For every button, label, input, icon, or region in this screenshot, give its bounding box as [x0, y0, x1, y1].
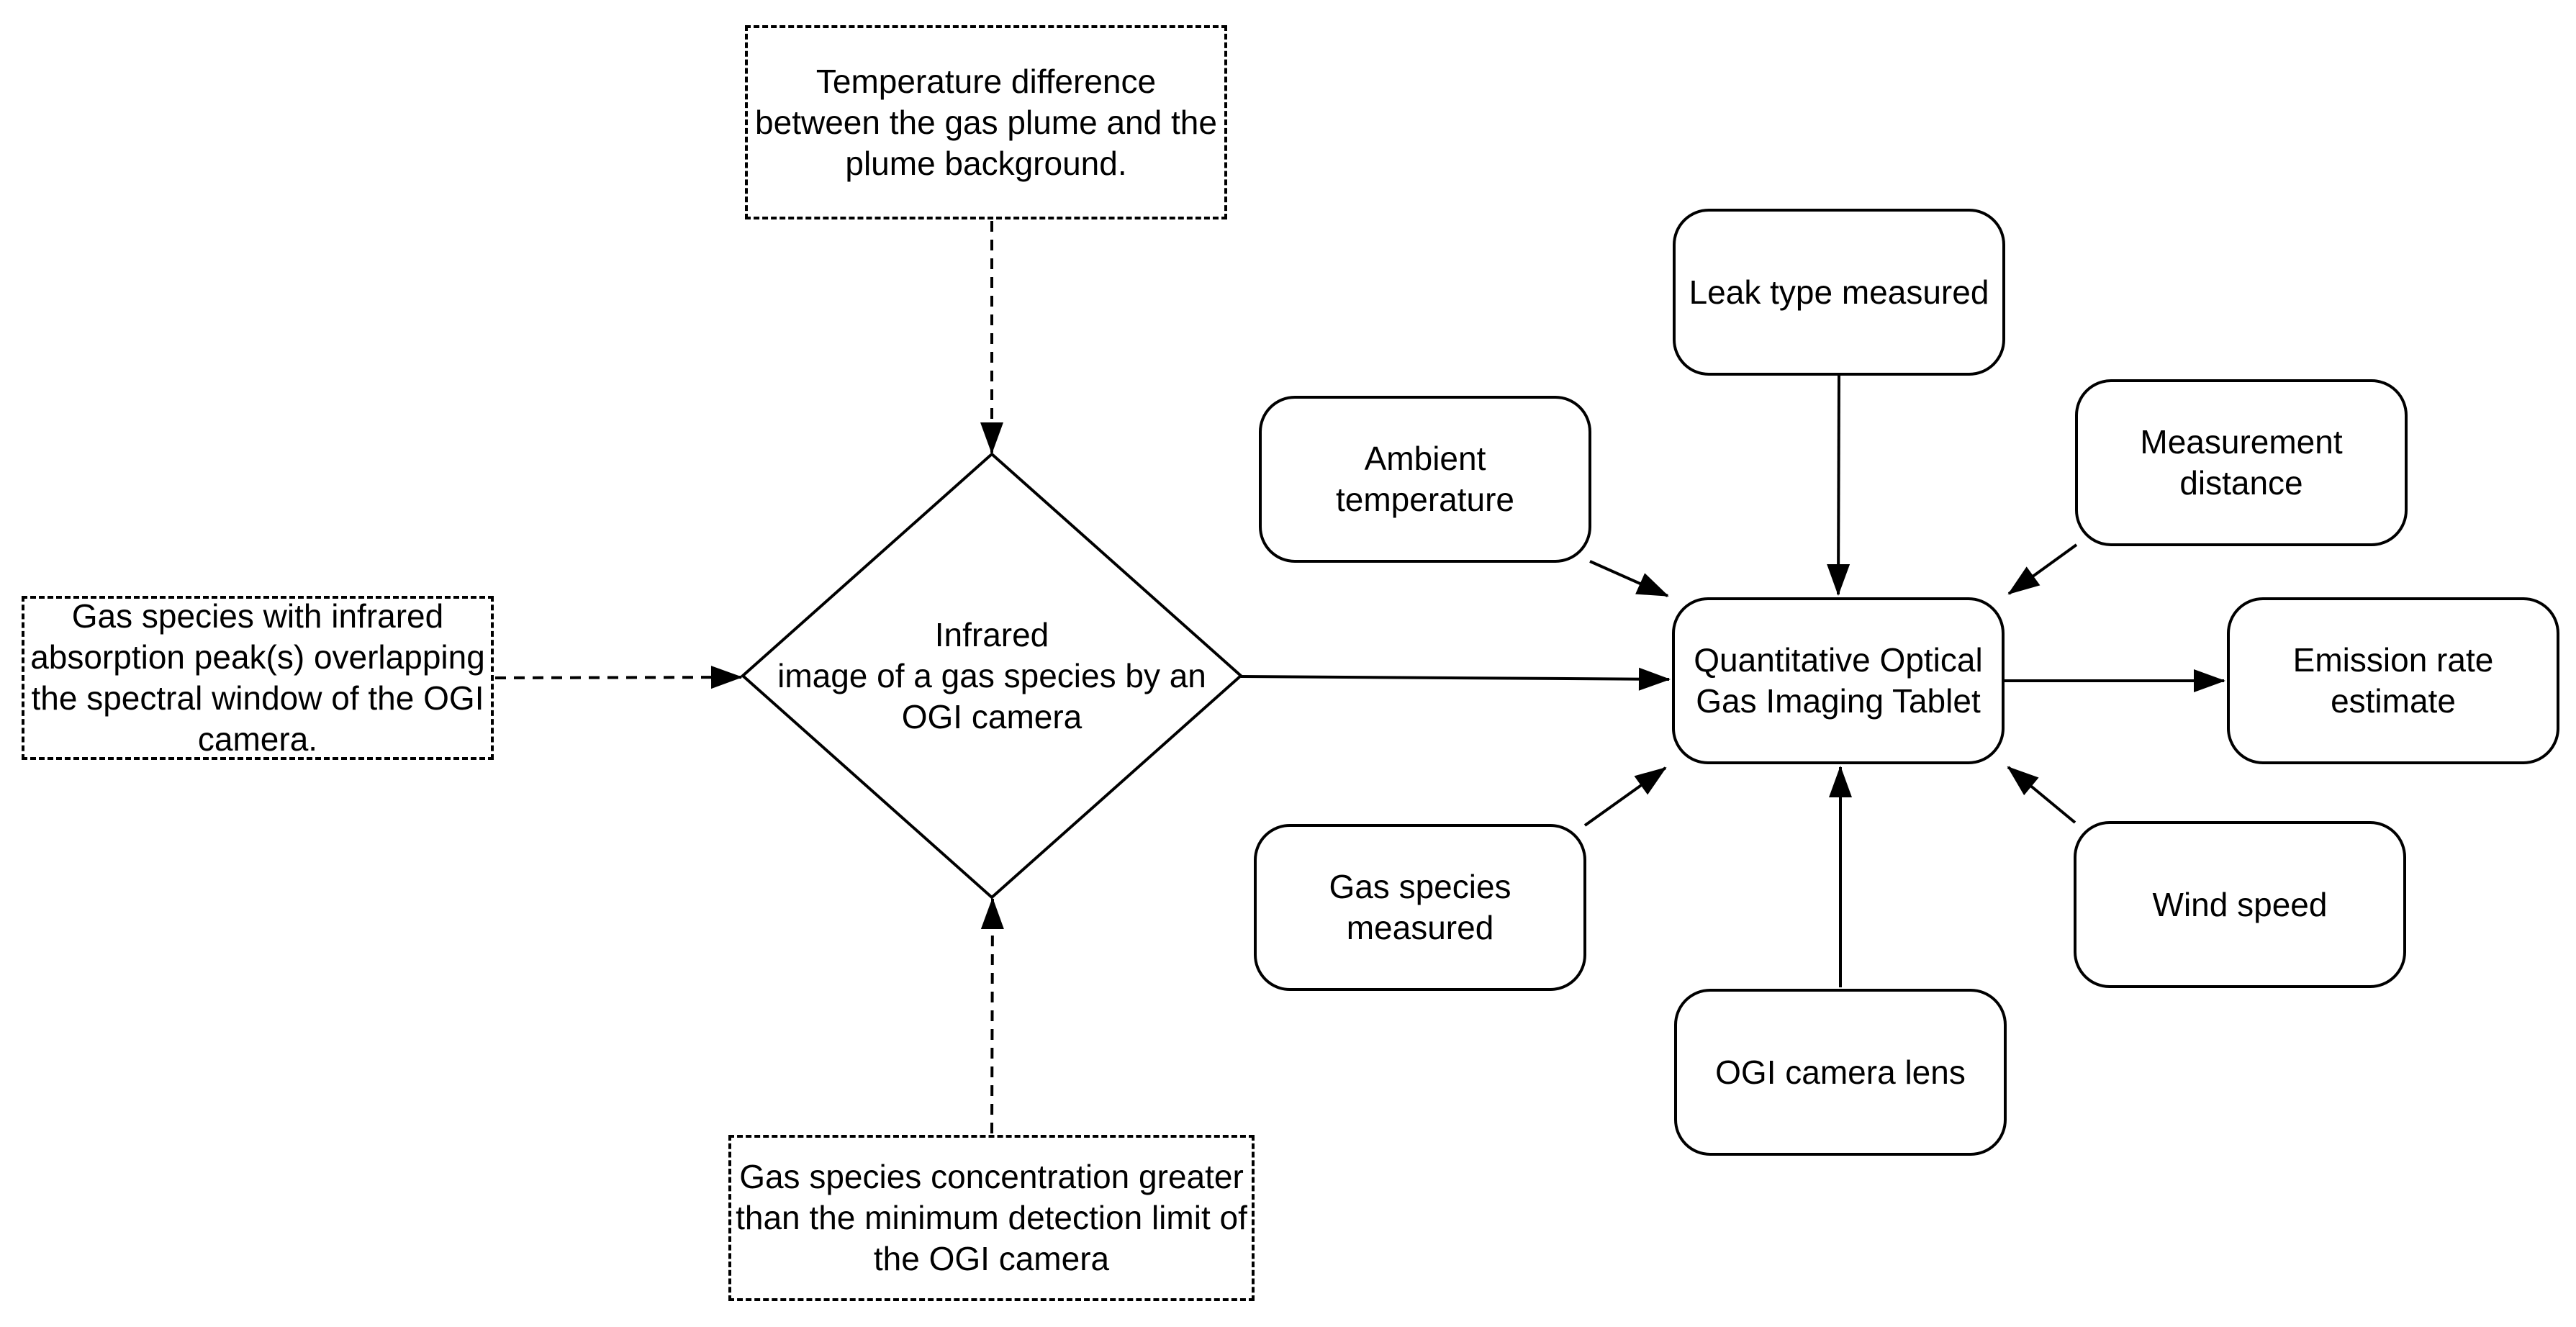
condition-gas-concentration: Gas species concentration greater than t…: [728, 1135, 1255, 1301]
decision-infrared-image-label: Infrared image of a gas species by an OG…: [777, 615, 1206, 735]
decision-diamond-shape: [740, 452, 1244, 900]
condition-gas-concentration-label: Gas species concentration greater than t…: [736, 1158, 1247, 1277]
node-ambient-temperature-label: Ambient temperature: [1335, 440, 1514, 518]
decision-infrared-image: Infrared image of a gas species by an OG…: [761, 589, 1222, 762]
condition-temperature-difference: Temperature difference between the gas p…: [745, 25, 1227, 219]
arrow-gas-species-measured-to-tablet: [1583, 766, 1667, 827]
node-ambient-temperature: Ambient temperature: [1259, 396, 1591, 563]
node-qogi-tablet-label: Quantitative Optical Gas Imaging Tablet: [1694, 641, 1983, 720]
arrow-leak-type-to-tablet: [1827, 375, 1850, 596]
arrow-decision-to-tablet: [1240, 667, 1671, 691]
node-measurement-distance: Measurement distance: [2075, 379, 2408, 546]
node-gas-species-measured: Gas species measured: [1254, 824, 1586, 991]
condition-gas-species-absorption: Gas species with infrared absorption pea…: [22, 596, 494, 760]
node-gas-species-measured-label: Gas species measured: [1329, 868, 1511, 946]
arrow-ambient-temperature-to-tablet: [1589, 560, 1669, 597]
arrow-measurement-distance-to-tablet: [2007, 543, 2078, 595]
arrow-wind-speed-to-tablet: [2007, 766, 2076, 824]
arrow-gas-concentration-to-decision: [980, 897, 1004, 1134]
node-emission-rate-label: Emission rate estimate: [2292, 641, 2494, 720]
node-wind-speed-label: Wind speed: [2152, 885, 2328, 923]
node-ogi-camera-lens: OGI camera lens: [1674, 989, 2007, 1156]
arrow-gas-species-absorption-to-decision: [494, 666, 743, 689]
node-leak-type-label: Leak type measured: [1689, 273, 1989, 311]
condition-temperature-difference-label: Temperature difference between the gas p…: [755, 62, 1217, 182]
node-wind-speed: Wind speed: [2074, 821, 2406, 988]
node-emission-rate: Emission rate estimate: [2227, 597, 2559, 764]
node-leak-type: Leak type measured: [1673, 209, 2005, 376]
node-qogi-tablet: Quantitative Optical Gas Imaging Tablet: [1672, 597, 2005, 764]
condition-gas-species-absorption-label: Gas species with infrared absorption pea…: [30, 597, 485, 758]
node-measurement-distance-label: Measurement distance: [2140, 423, 2343, 502]
node-ogi-camera-lens-label: OGI camera lens: [1715, 1053, 1966, 1091]
